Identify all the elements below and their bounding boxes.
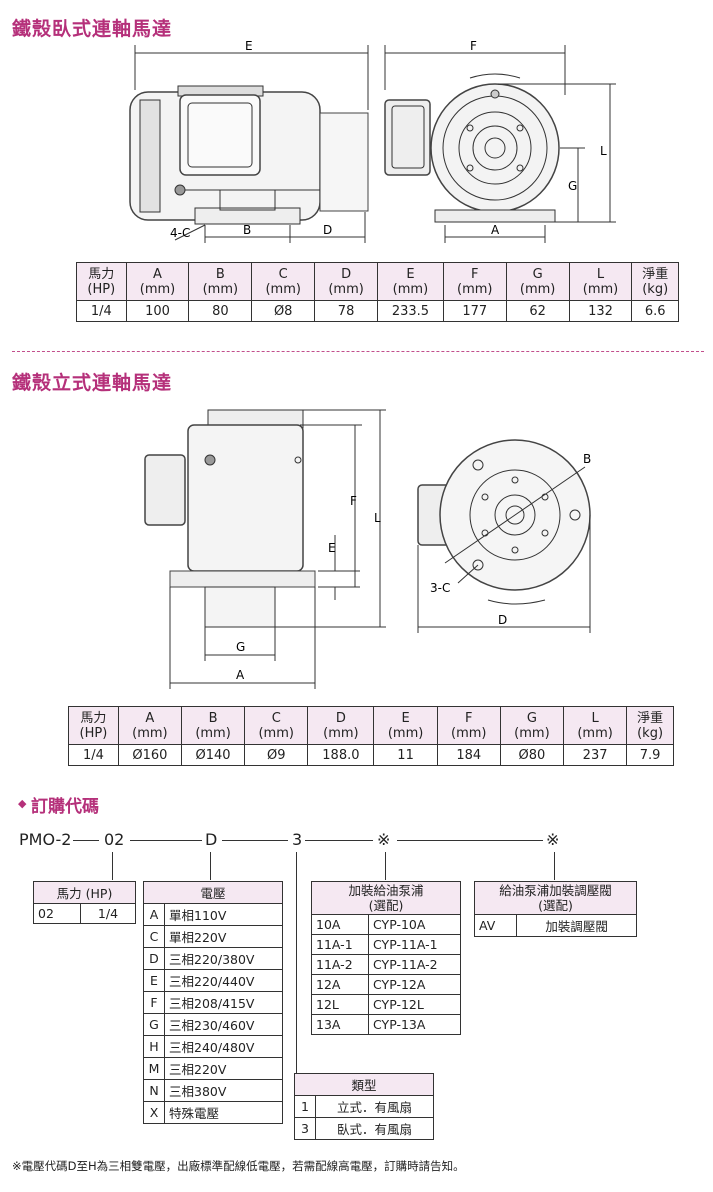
section-divider bbox=[12, 351, 704, 352]
order-voltage-code: D bbox=[205, 830, 218, 849]
dim-b-label: B bbox=[583, 452, 591, 466]
diamond-bullet-icon: ◆ bbox=[18, 797, 27, 810]
connector-line bbox=[554, 852, 555, 880]
dim-b-label: B bbox=[243, 223, 251, 237]
connector-line bbox=[130, 840, 202, 841]
dim-a-label: A bbox=[236, 668, 245, 682]
dim-d-label: D bbox=[323, 223, 332, 237]
dim-e-label: E bbox=[328, 541, 336, 555]
order-code-title: 訂購代碼 bbox=[31, 797, 99, 817]
table-header-row: 馬力(HP) A(mm) B(mm) C(mm) D(mm) E(mm) F(m… bbox=[76, 262, 679, 301]
table-row: 1/4 Ø160 Ø140 Ø9 188.0 11 184 Ø80 237 7.… bbox=[68, 744, 674, 766]
connector-line bbox=[222, 840, 288, 841]
dim-a-label: A bbox=[491, 223, 500, 237]
vertical-spec-table: 馬力(HP) A(mm) B(mm) C(mm) D(mm) E(mm) F(m… bbox=[68, 706, 674, 766]
dim-g-label: G bbox=[236, 640, 245, 654]
connector-line bbox=[397, 840, 543, 841]
order-valve-code: ※ bbox=[546, 830, 560, 849]
dim-l-label: L bbox=[374, 511, 381, 525]
order-hp-code: 02 bbox=[104, 830, 125, 849]
table-row: 02 1/4 bbox=[33, 903, 137, 924]
dim-4c-label: 4-C bbox=[170, 226, 190, 240]
dim-d-label: D bbox=[498, 613, 507, 627]
vertical-motor-drawing: B F L E G A 3-C D bbox=[144, 409, 591, 689]
order-type-code: 3 bbox=[292, 830, 303, 849]
connector-line bbox=[385, 852, 386, 880]
table-header-row: 馬力(HP) A(mm) B(mm) C(mm) D(mm) E(mm) F(m… bbox=[68, 706, 674, 745]
connector-line bbox=[305, 840, 373, 841]
table-row: 1/4 100 80 Ø8 78 233.5 177 62 132 6.6 bbox=[76, 300, 679, 322]
horizontal-motor-drawing: E F L G 4-C B D A bbox=[129, 40, 616, 243]
connector-line bbox=[112, 852, 113, 880]
dim-3c-label: 3-C bbox=[430, 581, 450, 595]
connector-line bbox=[73, 840, 99, 841]
dim-g-label: G bbox=[568, 179, 577, 193]
dim-e-label: E bbox=[245, 40, 253, 53]
order-prefix: PMO-2 bbox=[19, 830, 72, 849]
hp-code-table: 馬力 (HP) 02 1/4 bbox=[33, 881, 137, 924]
vertical-motor-title: 鐵殼立式連軸馬達 bbox=[12, 372, 173, 394]
order-pump-code: ※ bbox=[377, 830, 391, 849]
connector-line bbox=[210, 852, 211, 880]
dim-l-label: L bbox=[600, 144, 607, 158]
horizontal-spec-table: 馬力(HP) A(mm) B(mm) C(mm) D(mm) E(mm) F(m… bbox=[76, 262, 679, 322]
dim-f-label: F bbox=[350, 494, 357, 508]
connector-line bbox=[296, 852, 297, 1072]
horizontal-motor-title: 鐵殼臥式連軸馬達 bbox=[12, 18, 173, 40]
dim-f-label: F bbox=[470, 40, 477, 53]
voltage-footnote: ※電壓代碼D至H為三相雙電壓，出廠標準配線低電壓，若需配線高電壓，訂購時請告知。 bbox=[12, 1159, 465, 1173]
